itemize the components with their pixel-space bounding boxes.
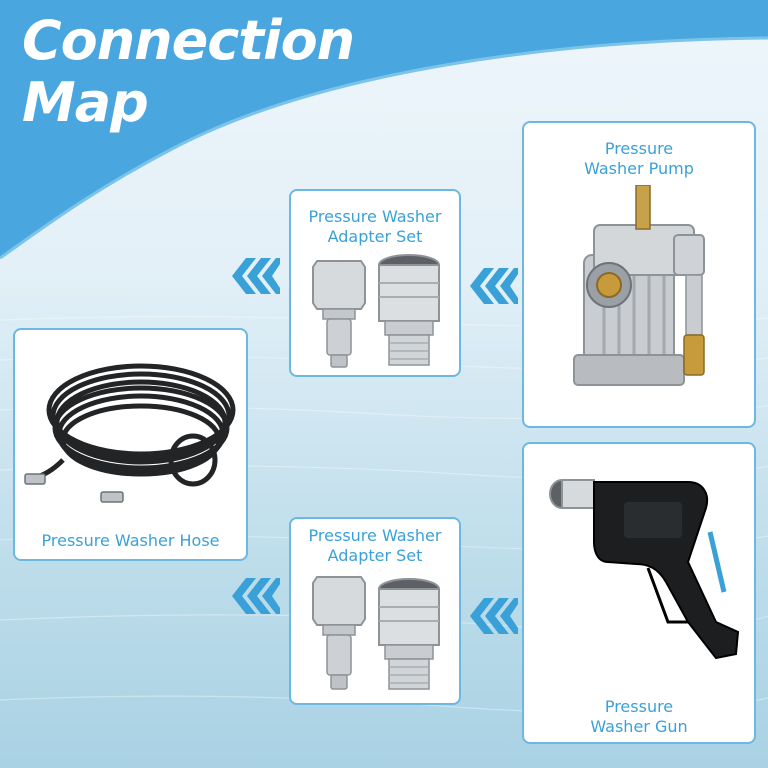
adapter-bottom-label-line2: Adapter Set <box>327 546 423 565</box>
chevron-left-double-icon <box>232 258 280 294</box>
pump-label-line1: Pressure <box>604 139 674 158</box>
page-title-line1: Connection <box>22 9 355 72</box>
adapter-set-top-image <box>312 254 440 368</box>
hose-image <box>24 363 236 503</box>
pump-label-line2: Washer Pump <box>584 159 694 178</box>
chevron-left-double-icon <box>470 598 518 634</box>
hose-label: Pressure Washer Hose <box>41 531 220 550</box>
chevron-left-double-icon <box>470 268 518 304</box>
pump-image <box>573 185 705 386</box>
adapter-top-label: Pressure Washer Adapter Set <box>291 207 459 247</box>
card-pressure-washer-pump: Pressure Washer Pump <box>522 121 756 428</box>
title-banner <box>0 0 768 260</box>
card-pressure-washer-hose: Pressure Washer Hose <box>13 328 248 561</box>
card-adapter-set-bottom: Pressure Washer Adapter Set <box>289 517 461 705</box>
page-title-line2: Map <box>22 71 149 134</box>
adapter-bottom-label: Pressure Washer Adapter Set <box>291 526 459 566</box>
chevron-left-double-icon <box>232 578 280 614</box>
gun-label-line2: Washer Gun <box>590 717 688 736</box>
adapter-top-label-line1: Pressure Washer <box>308 207 442 226</box>
card-pressure-washer-gun: Pressure Washer Gun <box>522 442 756 744</box>
adapter-top-label-line2: Adapter Set <box>327 227 423 246</box>
adapter-set-bottom-image <box>312 576 440 690</box>
pump-label: Pressure Washer Pump <box>524 139 754 179</box>
gun-label-line1: Pressure <box>604 697 674 716</box>
card-adapter-set-top: Pressure Washer Adapter Set <box>289 189 461 377</box>
gun-image <box>549 479 740 660</box>
adapter-bottom-label-line1: Pressure Washer <box>308 526 442 545</box>
gun-label: Pressure Washer Gun <box>524 697 754 737</box>
